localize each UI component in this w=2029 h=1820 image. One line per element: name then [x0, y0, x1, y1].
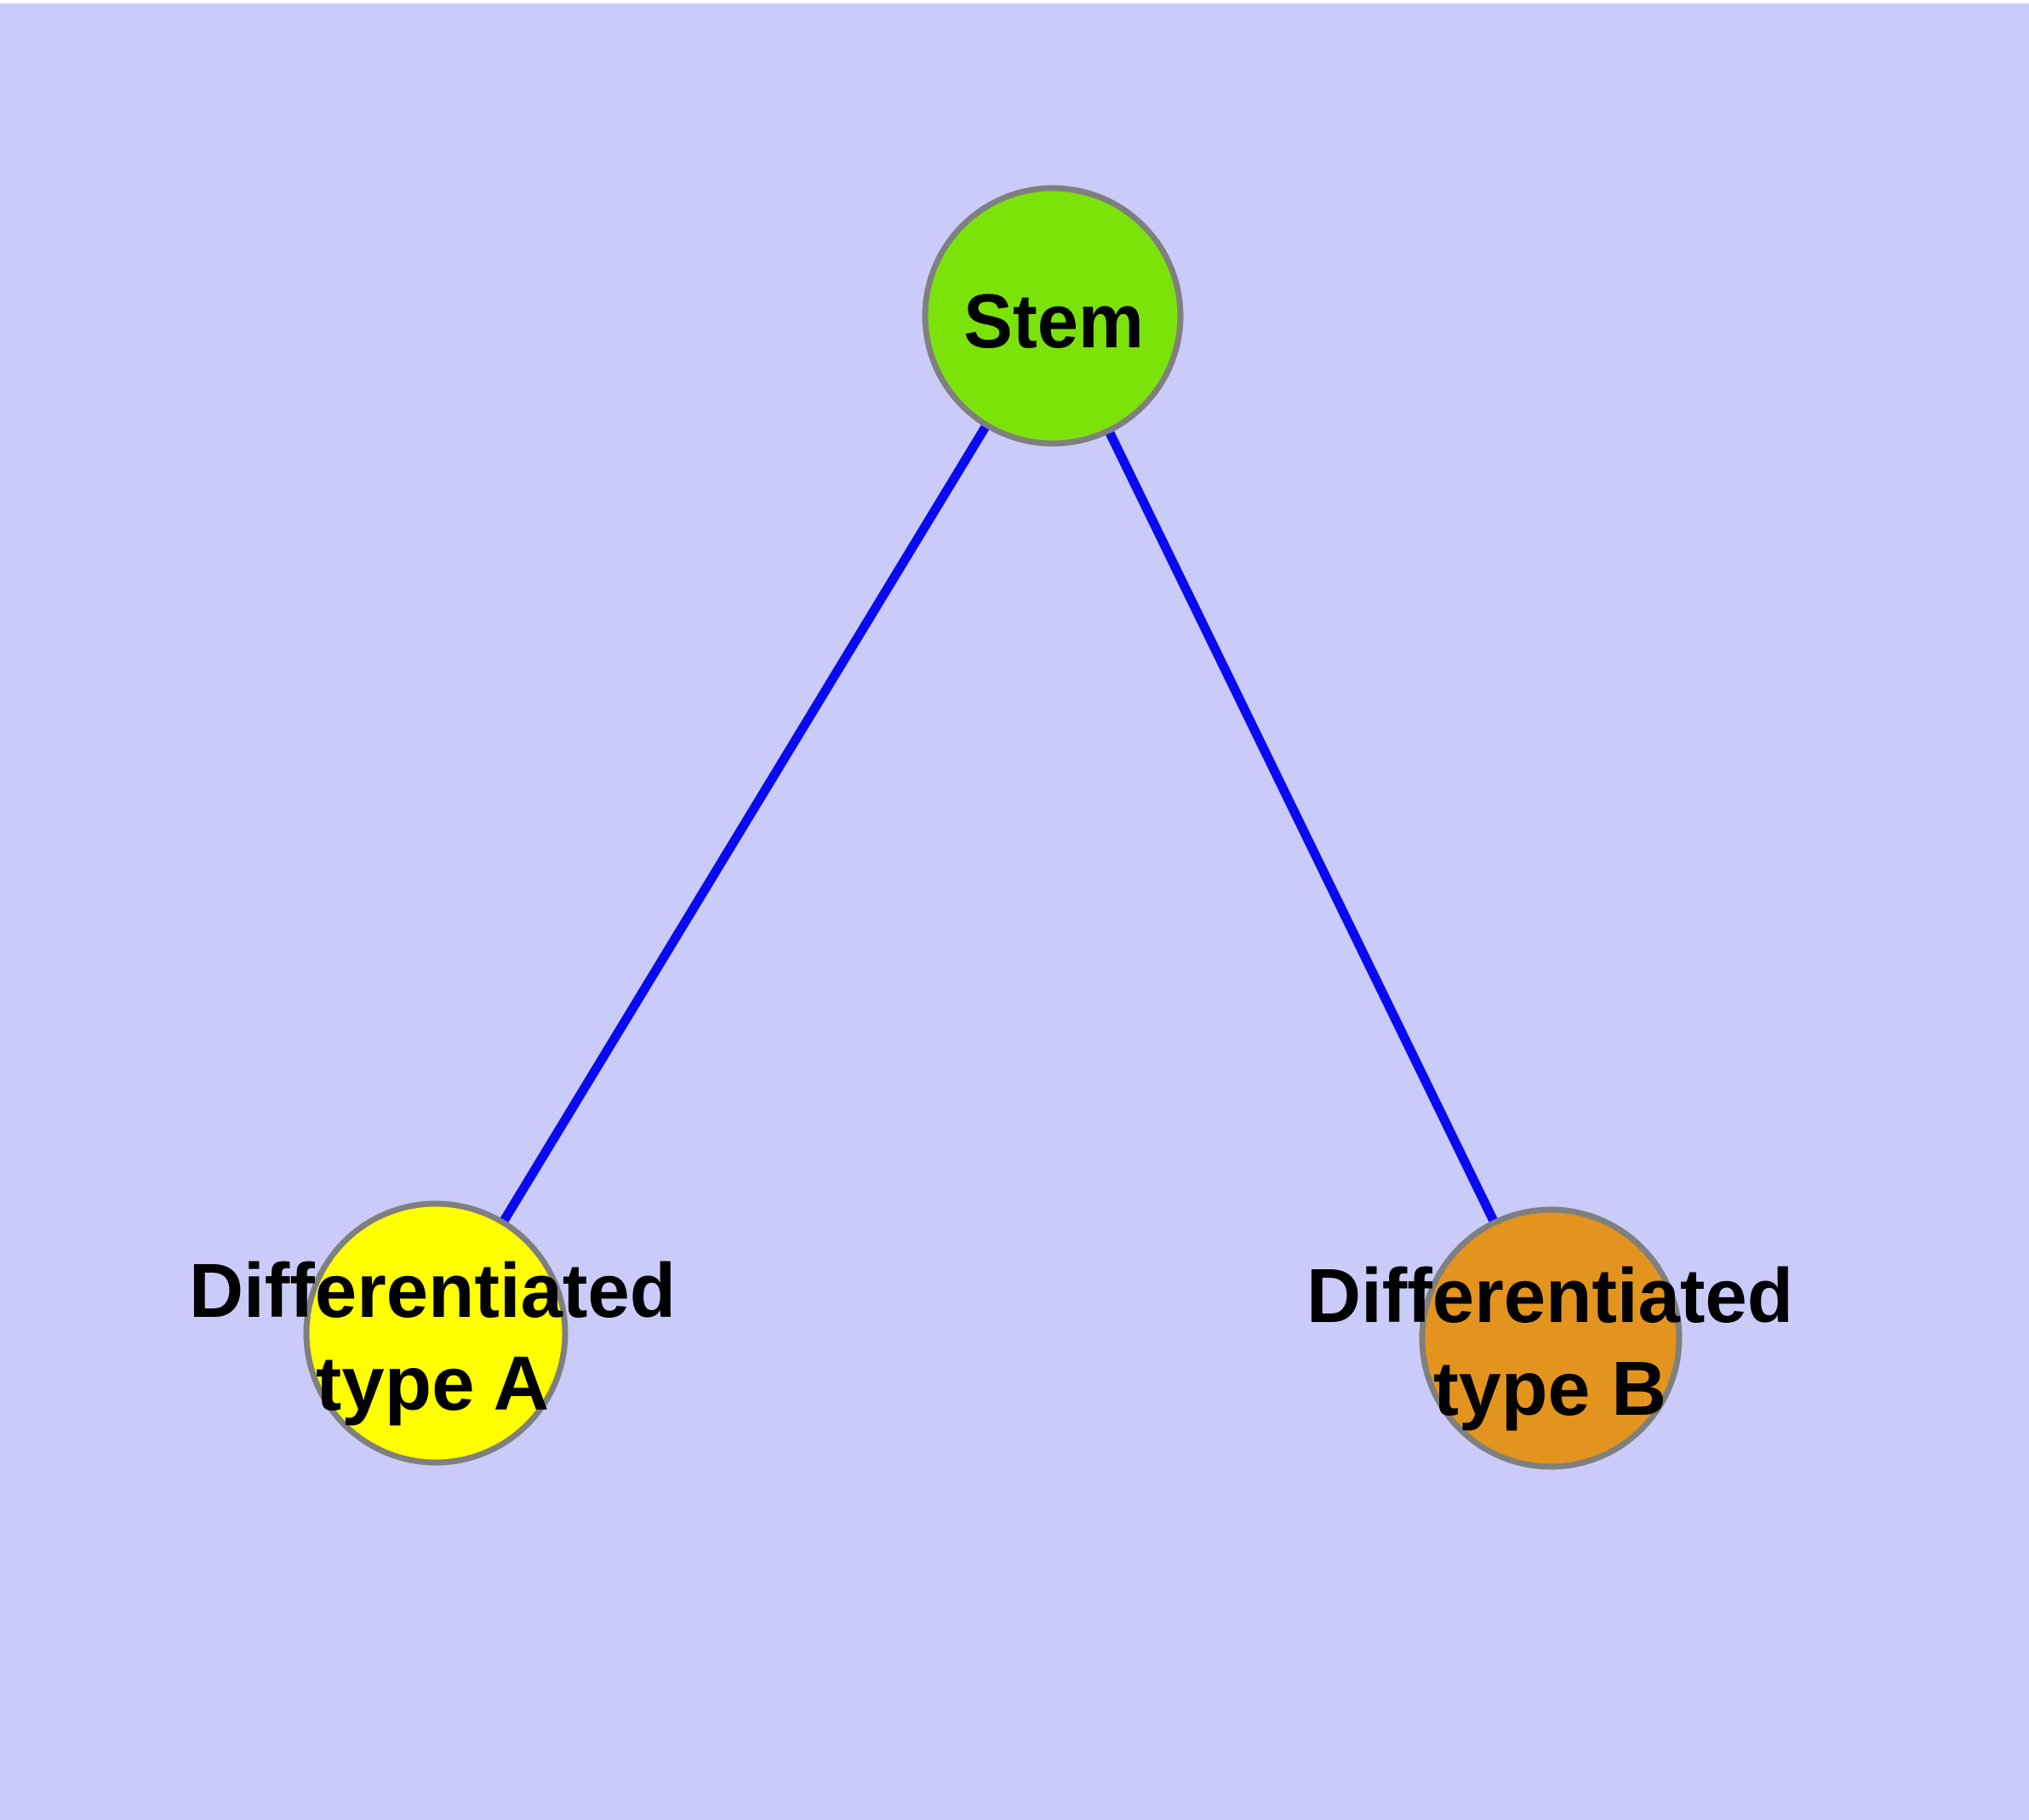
- node-type-b-circle[interactable]: [1419, 1206, 1683, 1470]
- node-type-a-circle[interactable]: [303, 1200, 569, 1466]
- node-type-b-label-line2: type B: [1433, 1347, 1666, 1432]
- node-stem-label: Stem: [963, 279, 1144, 364]
- edge-stem-to-type-b: [1049, 313, 1555, 1341]
- node-type-b-label-line1: Differentiated: [1306, 1254, 1793, 1339]
- node-stem-circle[interactable]: [922, 185, 1184, 447]
- node-type-a-label-line2: type A: [316, 1342, 549, 1427]
- node-type-a-label-line1: Differentiated: [189, 1249, 676, 1334]
- edge-stem-to-type-a: [432, 313, 1057, 1336]
